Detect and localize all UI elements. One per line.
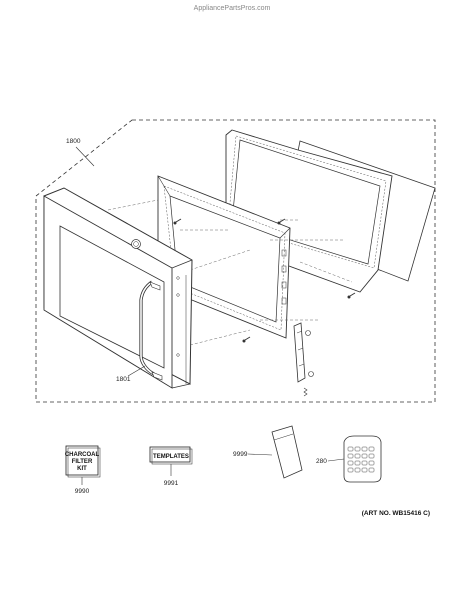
charcoal-filter-kit-box: CHARCOAL FILTER KIT 9990: [65, 445, 101, 495]
screw-upper-right: [277, 218, 286, 225]
callout-9999: 9999: [233, 451, 248, 458]
door-handle: [139, 280, 163, 381]
templates-box: TEMPLATES 9991: [149, 446, 193, 487]
brand-logo-badge: [131, 239, 141, 249]
callout-280: 280: [316, 458, 327, 465]
art-number: (ART NO. WB15416 C): [362, 510, 430, 517]
leader-1801: [127, 365, 146, 377]
screw-lower: [242, 336, 251, 343]
assembly-boundary: [35, 119, 436, 403]
templates-number: 9991: [164, 480, 179, 487]
alignment-lines: [107, 199, 353, 346]
leader-1800: [75, 146, 95, 167]
templates-label: TEMPLATES: [153, 454, 189, 460]
charcoal-label-line1: CHARCOAL: [65, 452, 100, 458]
callout-1800: 1800: [66, 138, 81, 145]
charcoal-label-line3: KIT: [77, 466, 87, 472]
leader-280: [327, 458, 345, 462]
charcoal-label-line2: FILTER: [72, 459, 93, 465]
screw-right: [347, 292, 356, 299]
control-keypad: [343, 435, 382, 483]
callout-1801: 1801: [116, 376, 131, 383]
leader-9999: [247, 453, 273, 456]
watermark-text: AppliancePartsPros.com: [194, 5, 271, 12]
parts-bag: [271, 425, 303, 479]
charcoal-kit-number: 9990: [75, 488, 90, 495]
door-latch-assembly: [293, 322, 314, 397]
screw-upper-left: [173, 218, 182, 225]
